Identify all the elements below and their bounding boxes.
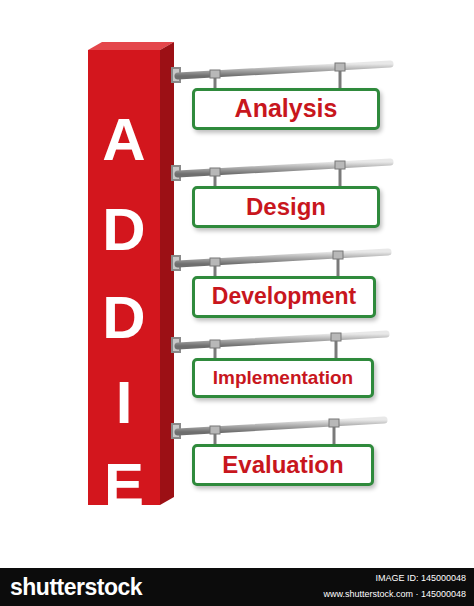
- phase-sign: Implementation: [192, 358, 374, 398]
- phase-label: Analysis: [235, 95, 338, 123]
- column-letter: I: [88, 373, 160, 433]
- image-id: IMAGE ID: 145000048: [375, 573, 466, 583]
- column-letter: D: [88, 288, 160, 348]
- phase-sign: Development: [192, 276, 376, 318]
- watermark-logo: shutterstock: [10, 574, 142, 601]
- column-letter: D: [88, 200, 160, 260]
- hanging-rods: [172, 63, 390, 446]
- phase-sign: Analysis: [192, 88, 380, 130]
- column-top: [88, 42, 174, 50]
- phase-label: Development: [212, 284, 356, 309]
- column-letter: A: [88, 110, 160, 170]
- source-url: www.shutterstock.com · 145000048: [323, 589, 466, 599]
- addie-column: ADDIE: [88, 50, 160, 505]
- column-letter: E: [88, 455, 160, 515]
- phase-label: Implementation: [213, 368, 353, 389]
- phase-label: Evaluation: [222, 452, 343, 478]
- phase-label: Design: [246, 194, 326, 220]
- phase-sign: Design: [192, 186, 380, 228]
- phase-sign: Evaluation: [192, 444, 374, 486]
